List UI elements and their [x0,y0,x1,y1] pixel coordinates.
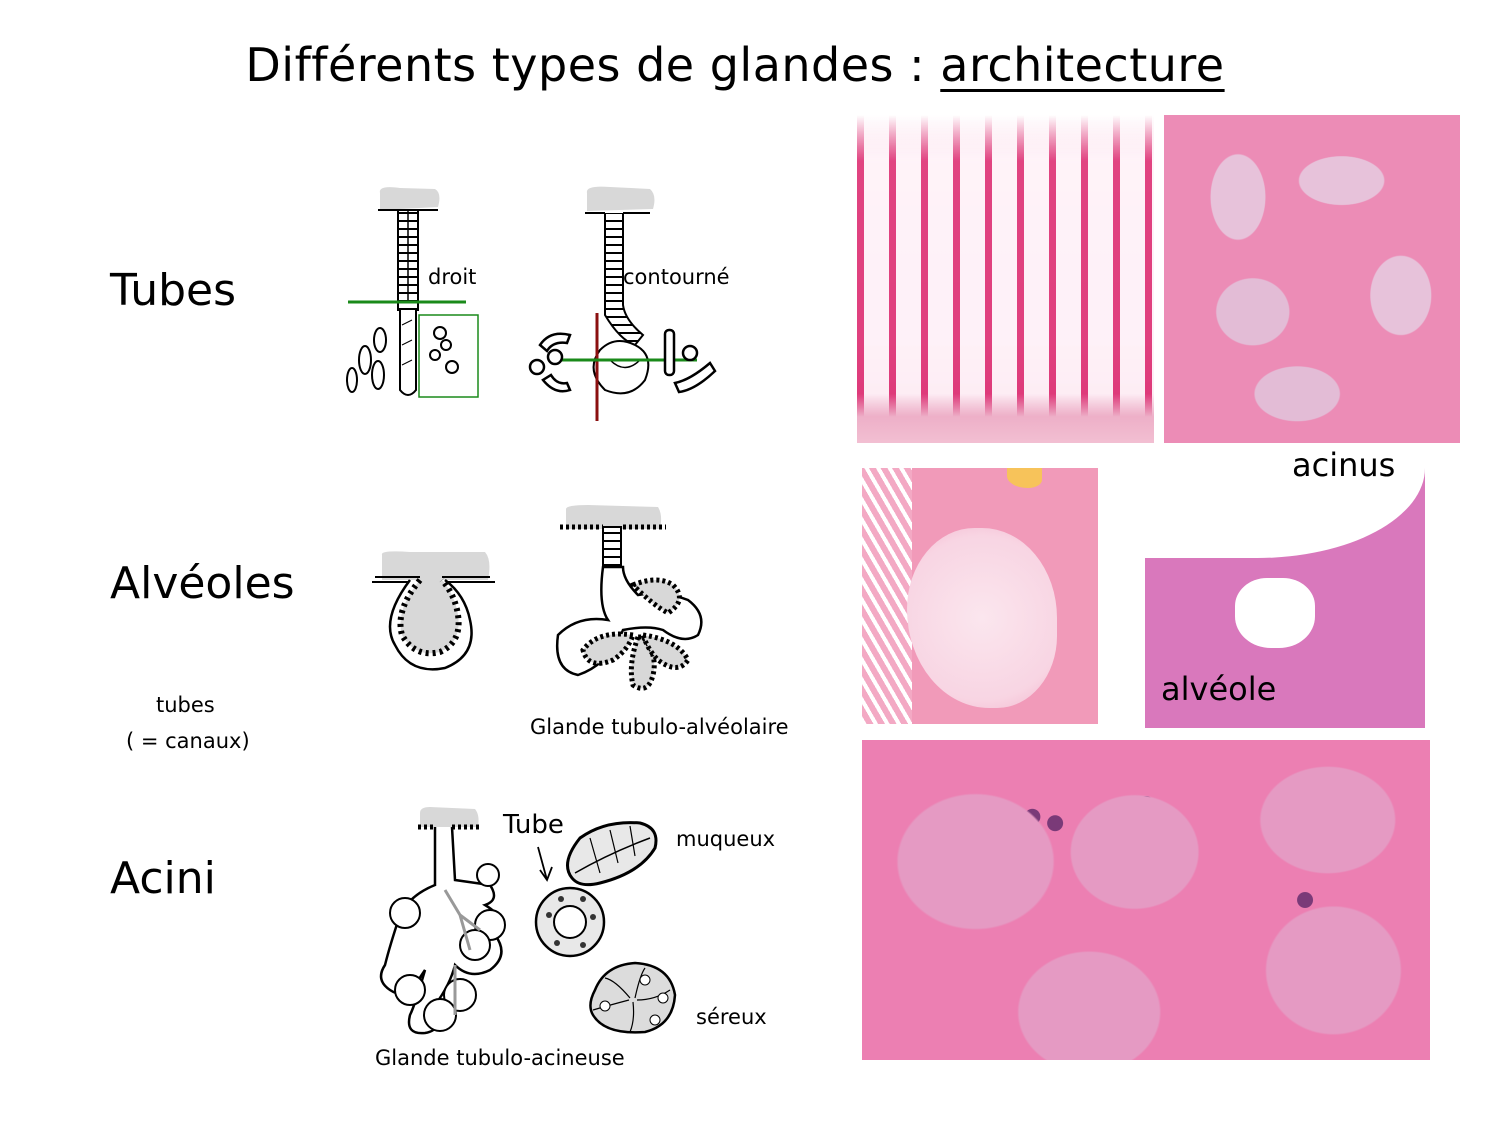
title-underlined: architecture [940,38,1225,92]
photo-colon-crypts [857,115,1154,443]
label-tube: Tube [503,810,564,840]
side-note-canaux: ( = canaux) [126,729,250,753]
row-label-alveoles: Alvéoles [110,558,295,609]
straight-tube-diagram [346,187,479,398]
simple-alveolar-diagram [372,551,495,671]
label-muqueux: muqueux [676,827,776,851]
arrow-icon [537,846,553,882]
label-acinus: acinus [1292,446,1396,484]
label-contourne: contourné [623,265,730,289]
side-note-tubes: tubes [156,693,215,717]
label-sereux: séreux [696,1005,767,1029]
tubulo-alveolar-diagram [555,505,703,691]
serous-acinus-diagram [589,961,677,1034]
label-droit: droit [428,265,477,289]
title-prefix: Différents types de glandes : [245,38,941,92]
photo-sebaceous-alveolar [862,468,1098,724]
tube-cross-section-diagram [534,886,606,958]
caption-tubulo-alveolaire: Glande tubulo-alvéolaire [530,715,789,739]
tubulo-acinar-diagram [379,807,506,1035]
slide-title: Différents types de glandes : architectu… [0,38,1470,92]
mucous-acinus-diagram [566,821,658,887]
row-label-acini: Acini [110,853,216,904]
caption-tubulo-acineuse: Glande tubulo-acineuse [375,1046,625,1070]
row-label-tubes: Tubes [110,265,237,316]
photo-alveole-acinus [1145,468,1425,728]
photo-acini-highmag [862,740,1430,1060]
label-alveole: alvéole [1161,670,1277,708]
coiled-tube-diagram [528,186,717,421]
photo-tubular-glands [1164,115,1460,443]
